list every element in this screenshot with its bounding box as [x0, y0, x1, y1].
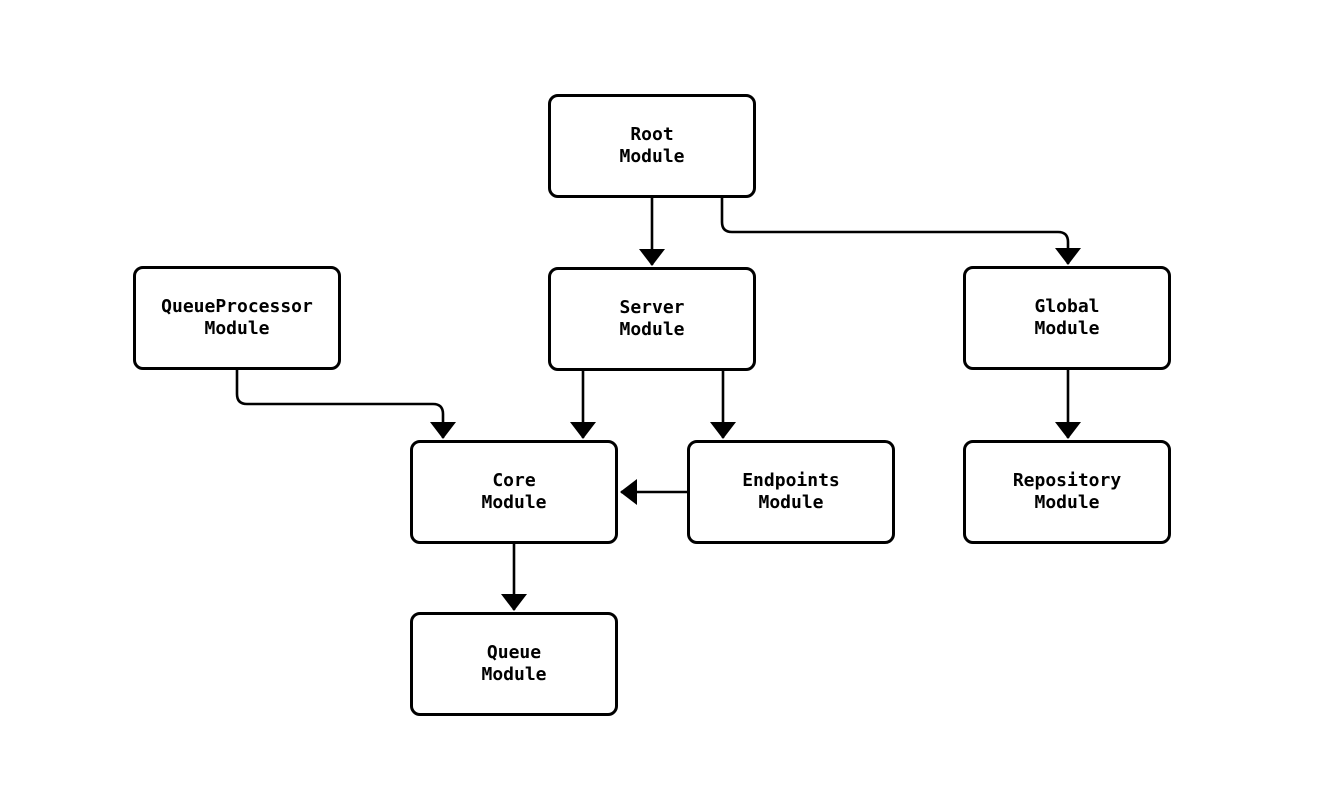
- node-label-line1: Queue: [486, 642, 542, 663]
- node-label-line2: Module: [204, 318, 270, 339]
- node-queueprocessor-module: QueueProcessor Module: [133, 266, 341, 370]
- node-queue-module: Queue Module: [410, 612, 618, 716]
- node-core-module: Core Module: [410, 440, 618, 544]
- node-root-module: Root Module: [548, 94, 756, 198]
- node-label-line2: Module: [481, 492, 547, 513]
- node-label-line2: Module: [481, 664, 547, 685]
- node-label-line1: Endpoints: [742, 470, 840, 491]
- node-label-line1: Root: [630, 124, 674, 145]
- node-label-line1: Server: [619, 297, 685, 318]
- node-label-line2: Module: [619, 319, 685, 340]
- node-endpoints-module: Endpoints Module: [687, 440, 895, 544]
- node-label-line2: Module: [758, 492, 824, 513]
- edge-root-to-global: [720, 198, 1081, 265]
- node-global-module: Global Module: [963, 266, 1171, 370]
- node-label-line1: Global: [1034, 296, 1100, 317]
- node-repository-module: Repository Module: [963, 440, 1171, 544]
- node-label-line1: Repository: [1012, 470, 1122, 491]
- node-label-line1: Core: [492, 470, 536, 491]
- edge-queueprocessor-to-core: [235, 370, 456, 439]
- node-label-line2: Module: [619, 146, 685, 167]
- node-server-module: Server Module: [548, 267, 756, 371]
- node-label-line2: Module: [1034, 492, 1100, 513]
- node-label-line1: QueueProcessor: [161, 296, 313, 317]
- node-label-line2: Module: [1034, 318, 1100, 339]
